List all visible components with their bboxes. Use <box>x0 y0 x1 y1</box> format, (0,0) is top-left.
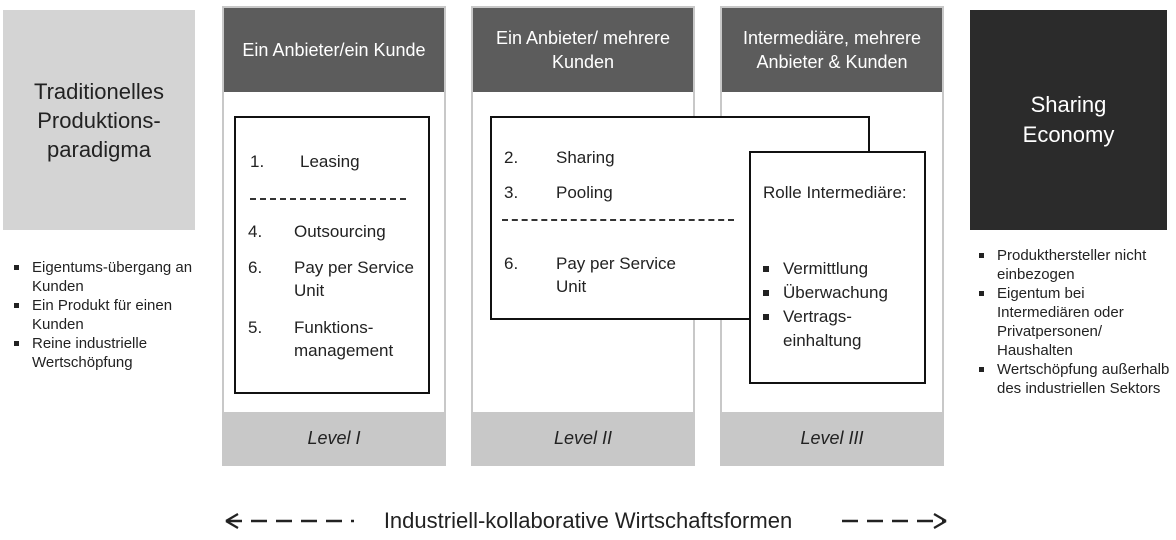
level-3-header-text: Intermediäre, mehrere Anbieter & Kunden <box>742 28 922 72</box>
model-label: Sharing <box>556 148 615 167</box>
level-3-footer: Level III <box>722 412 942 464</box>
left-bullet-item: Ein Produkt für einen Kunden <box>10 296 195 334</box>
intermediary-role-title: Rolle Intermediäre: <box>763 183 907 202</box>
left-dashed-arrow-icon <box>225 513 354 529</box>
intermediary-role-item: Überwachung <box>759 281 924 305</box>
model-number: 5. <box>248 318 263 337</box>
level-3-footer-text: Level III <box>800 427 864 448</box>
left-bullet-item: Reine industrielle Wertschöpfung <box>10 334 195 372</box>
model-label: Leasing <box>300 152 360 171</box>
right-bullet-list-container: Produkthersteller nicht einbezogen Eigen… <box>975 246 1173 398</box>
sharing-economy-box: Sharing Economy <box>970 10 1167 230</box>
intermediary-role-box: Rolle Intermediäre: Vermittlung Überwach… <box>749 151 926 384</box>
traditional-paradigm-box: Traditionelles Produktions-paradigma <box>3 10 195 230</box>
left-bullet-list: Eigentums-übergang an Kunden Ein Produkt… <box>10 258 195 372</box>
model-number: 4. <box>248 222 263 241</box>
level-1-header: Ein Anbieter/ein Kunde <box>224 8 444 92</box>
model-number: 6. <box>504 254 519 273</box>
model-label: Pooling <box>556 183 613 202</box>
bottom-label: Industriell-kollaborative Wirtschaftsfor… <box>0 504 1176 538</box>
intermediary-role-item: Vertrags-einhaltung <box>759 305 903 353</box>
level-2-footer: Level II <box>473 412 693 464</box>
model-label: Outsourcing <box>294 222 386 241</box>
level-1-footer-text: Level I <box>307 427 361 448</box>
dashed-divider <box>502 219 734 221</box>
bottom-label-text: Industriell-kollaborative Wirtschaftsfor… <box>383 508 793 533</box>
model-number: 2. <box>504 148 519 167</box>
level-2-footer-text: Level II <box>553 427 613 448</box>
level-2-header-text: Ein Anbieter/ mehrere Kunden <box>495 28 671 72</box>
model-label: Funktions-management <box>294 318 394 360</box>
level-1-footer: Level I <box>224 412 444 464</box>
right-bullet-item: Eigentum bei Intermediären oder Privatpe… <box>975 284 1173 360</box>
level-3-header: Intermediäre, mehrere Anbieter & Kunden <box>722 8 942 92</box>
right-dashed-arrow-icon <box>842 513 947 529</box>
model-number: 3. <box>504 183 519 202</box>
model-number: 6. <box>248 258 263 277</box>
dashed-divider <box>250 198 406 200</box>
sharing-economy-title: Sharing Economy <box>1022 92 1115 147</box>
left-bullet-item: Eigentums-übergang an Kunden <box>10 258 195 296</box>
intermediary-role-list: Vermittlung Überwachung Vertrags-einhalt… <box>759 257 924 353</box>
level-1-header-text: Ein Anbieter/ein Kunde <box>242 40 426 60</box>
level-1-models-box: 1. Leasing 4. Outsourcing 6. Pay per Ser… <box>234 116 430 394</box>
model-label: Pay per Service Unit <box>556 254 676 296</box>
right-bullet-item: Wertschöpfung außerhalb des industrielle… <box>975 360 1173 398</box>
right-bullet-item: Produkthersteller nicht einbezogen <box>975 246 1173 284</box>
intermediary-role-item: Vermittlung <box>759 257 924 281</box>
model-number: 1. <box>250 152 265 171</box>
left-bullet-list-container: Eigentums-übergang an Kunden Ein Produkt… <box>10 258 195 372</box>
traditional-paradigm-title: Traditionelles Produktions-paradigma <box>33 78 165 162</box>
model-label: Pay per Service Unit <box>294 258 414 300</box>
level-2-header: Ein Anbieter/ mehrere Kunden <box>473 8 693 92</box>
right-bullet-list: Produkthersteller nicht einbezogen Eigen… <box>975 246 1173 398</box>
